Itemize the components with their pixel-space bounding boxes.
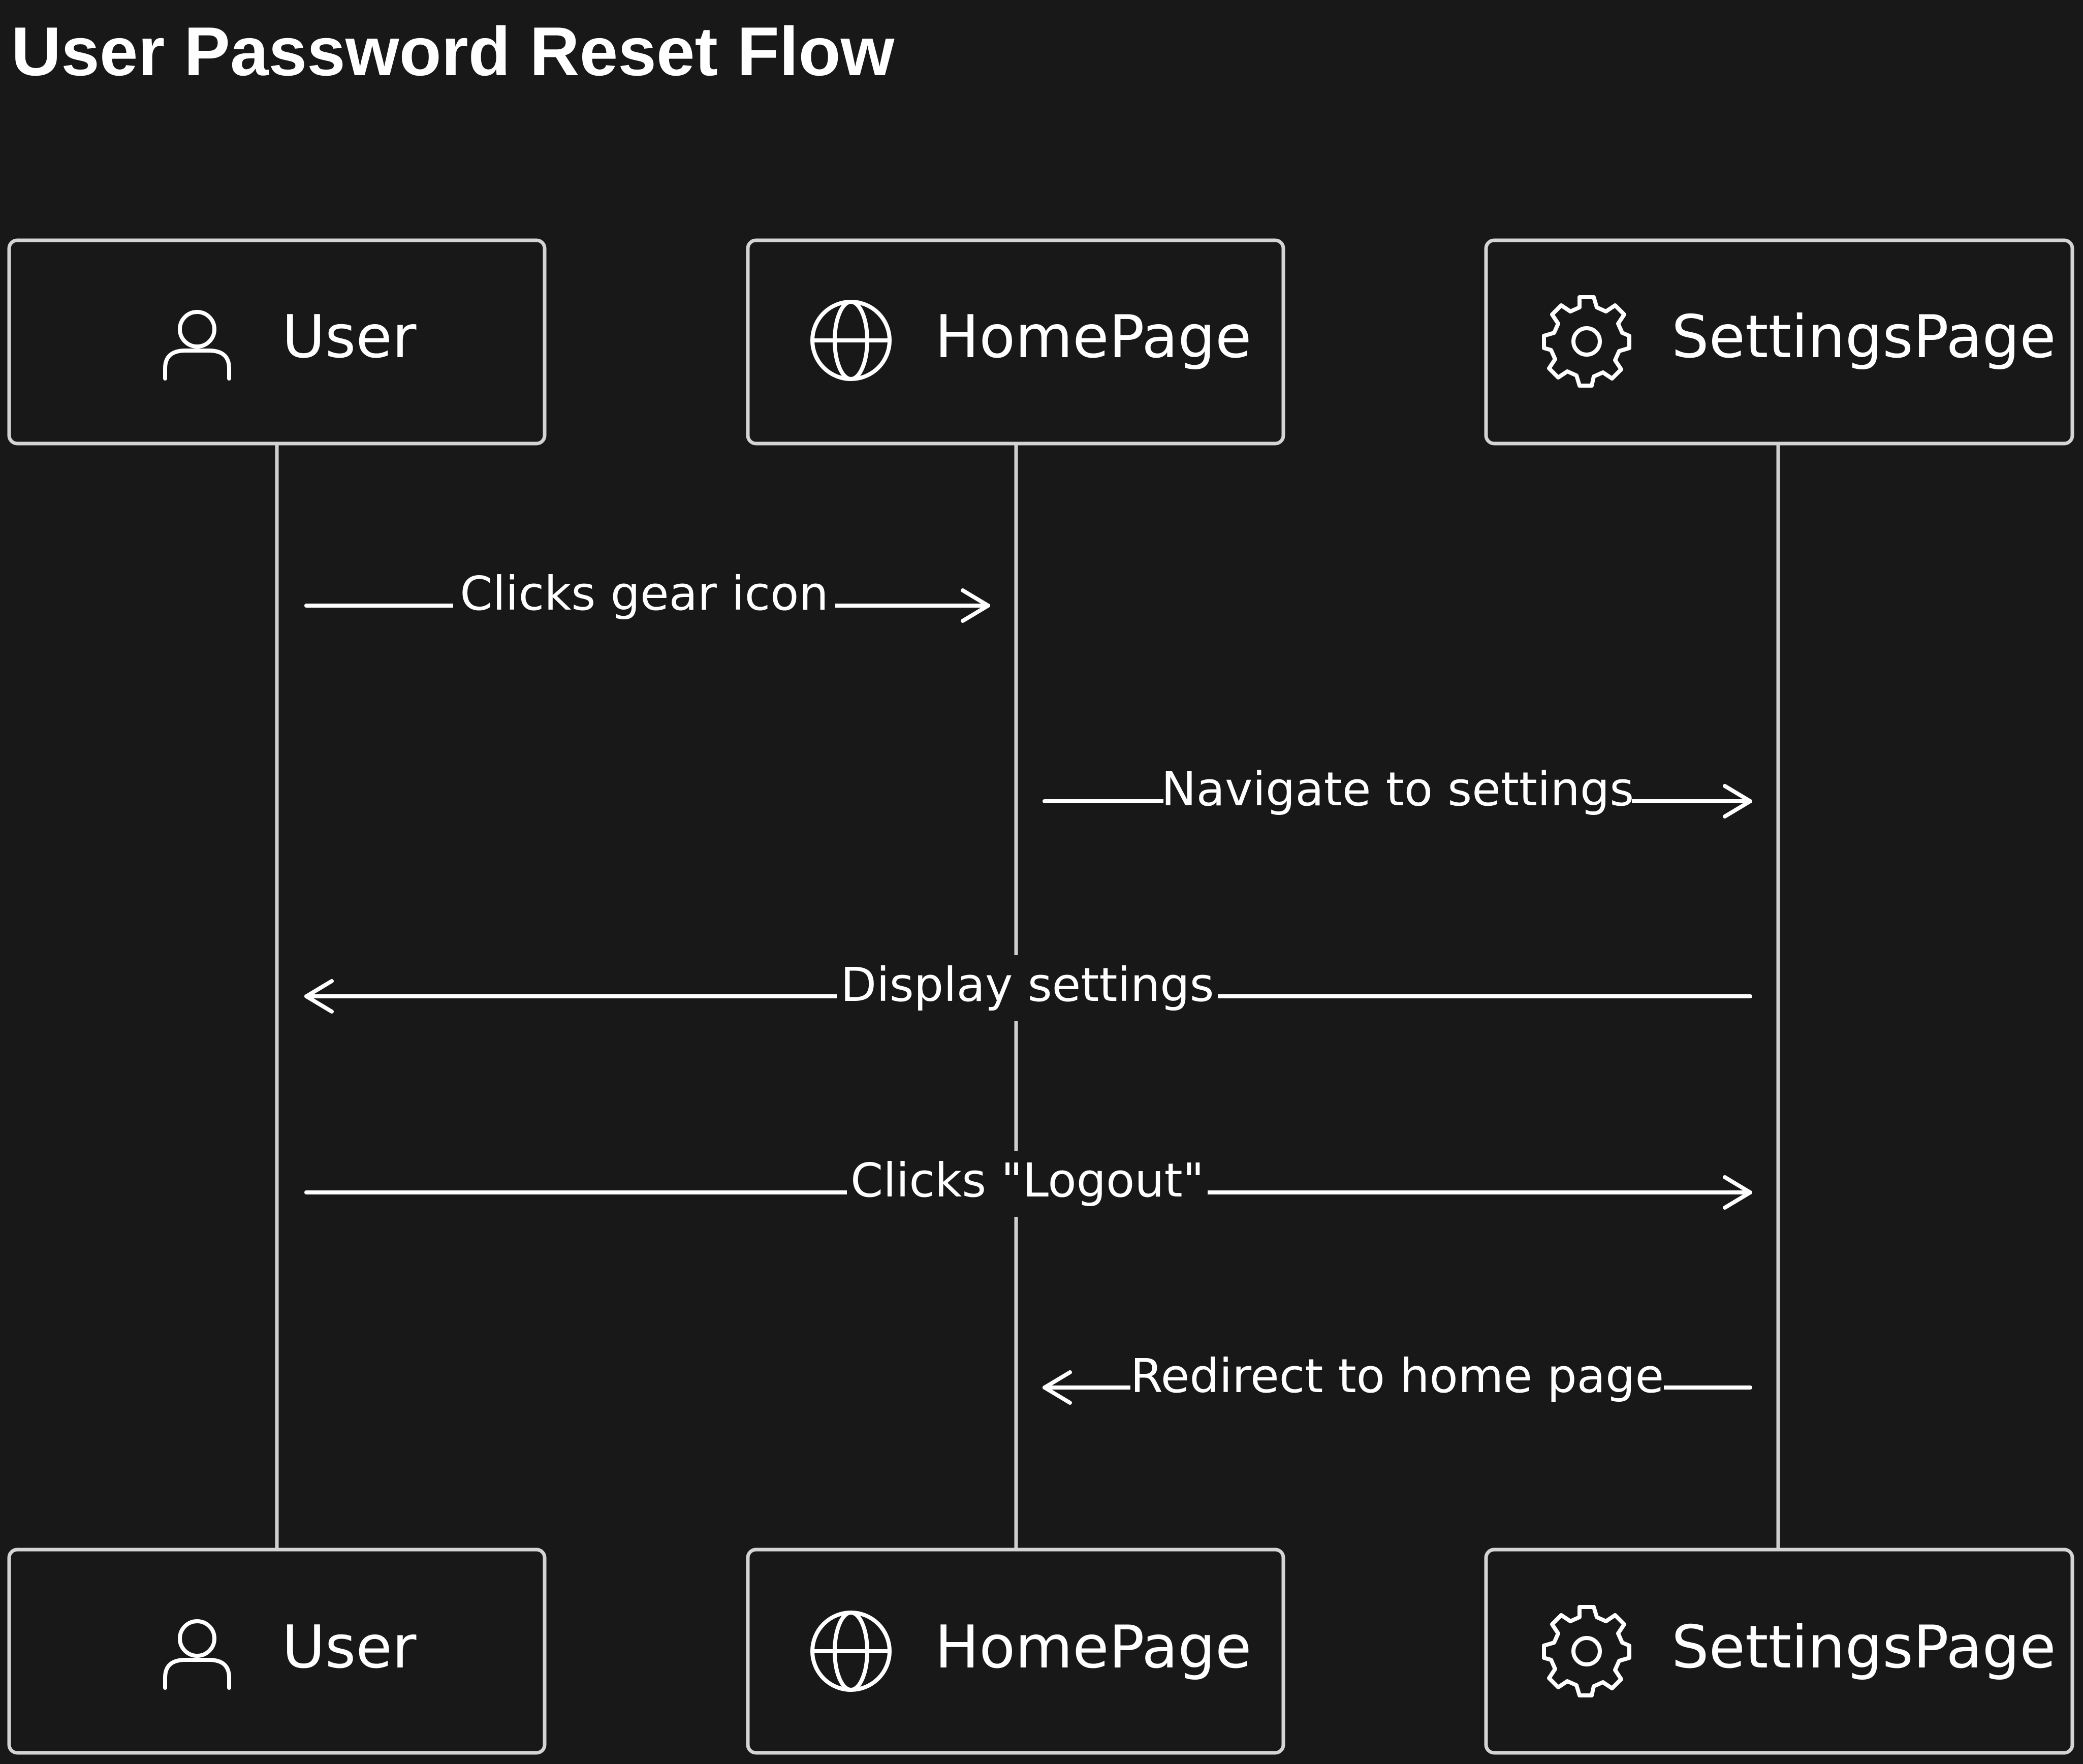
gear-icon bbox=[1542, 295, 1631, 388]
participant-box-home-bottom: HomePage bbox=[746, 1548, 1285, 1755]
message-4: Clicks "Logout" bbox=[304, 1151, 1752, 1217]
participant-box-user-top: User bbox=[7, 238, 547, 446]
user-icon bbox=[163, 1619, 231, 1690]
participant-label-user-bottom: User bbox=[282, 1613, 417, 1682]
message-1: Clicks gear icon bbox=[304, 564, 990, 630]
message-label-1: Clicks gear icon bbox=[460, 566, 829, 621]
message-label-4: Clicks "Logout" bbox=[850, 1153, 1204, 1208]
arrowhead bbox=[1723, 1175, 1752, 1210]
arrowhead bbox=[961, 588, 990, 623]
message-label-5: Redirect to home page bbox=[1130, 1349, 1664, 1403]
message-3: Display settings bbox=[304, 955, 1752, 1021]
message-label-2: Navigate to settings bbox=[1161, 762, 1634, 816]
participant-box-home-top: HomePage bbox=[746, 238, 1285, 446]
message-label-3: Display settings bbox=[840, 958, 1214, 1012]
participant-box-settings-bottom: SettingsPage bbox=[1484, 1548, 2074, 1755]
participant-box-settings-top: SettingsPage bbox=[1484, 238, 2074, 446]
participant-label-settings-bottom: SettingsPage bbox=[1671, 1613, 2056, 1682]
participant-label-home: HomePage bbox=[935, 303, 1251, 371]
arrowhead bbox=[1723, 784, 1752, 818]
arrowhead bbox=[1043, 1370, 1072, 1405]
participant-label-settings: SettingsPage bbox=[1671, 303, 2056, 371]
diagram-title: User Password Reset Flow bbox=[11, 13, 895, 90]
participant-box-user-bottom: User bbox=[7, 1548, 547, 1755]
message-5: Redirect to home page bbox=[1043, 1346, 1752, 1412]
participant-label-user: User bbox=[282, 303, 417, 371]
arrowhead bbox=[304, 979, 334, 1014]
participant-label-home-bottom: HomePage bbox=[935, 1613, 1251, 1682]
gear-icon bbox=[1542, 1605, 1631, 1697]
globe-icon bbox=[810, 300, 892, 381]
message-2: Navigate to settings bbox=[1043, 760, 1752, 826]
globe-icon bbox=[810, 1611, 892, 1692]
user-icon bbox=[163, 310, 231, 381]
